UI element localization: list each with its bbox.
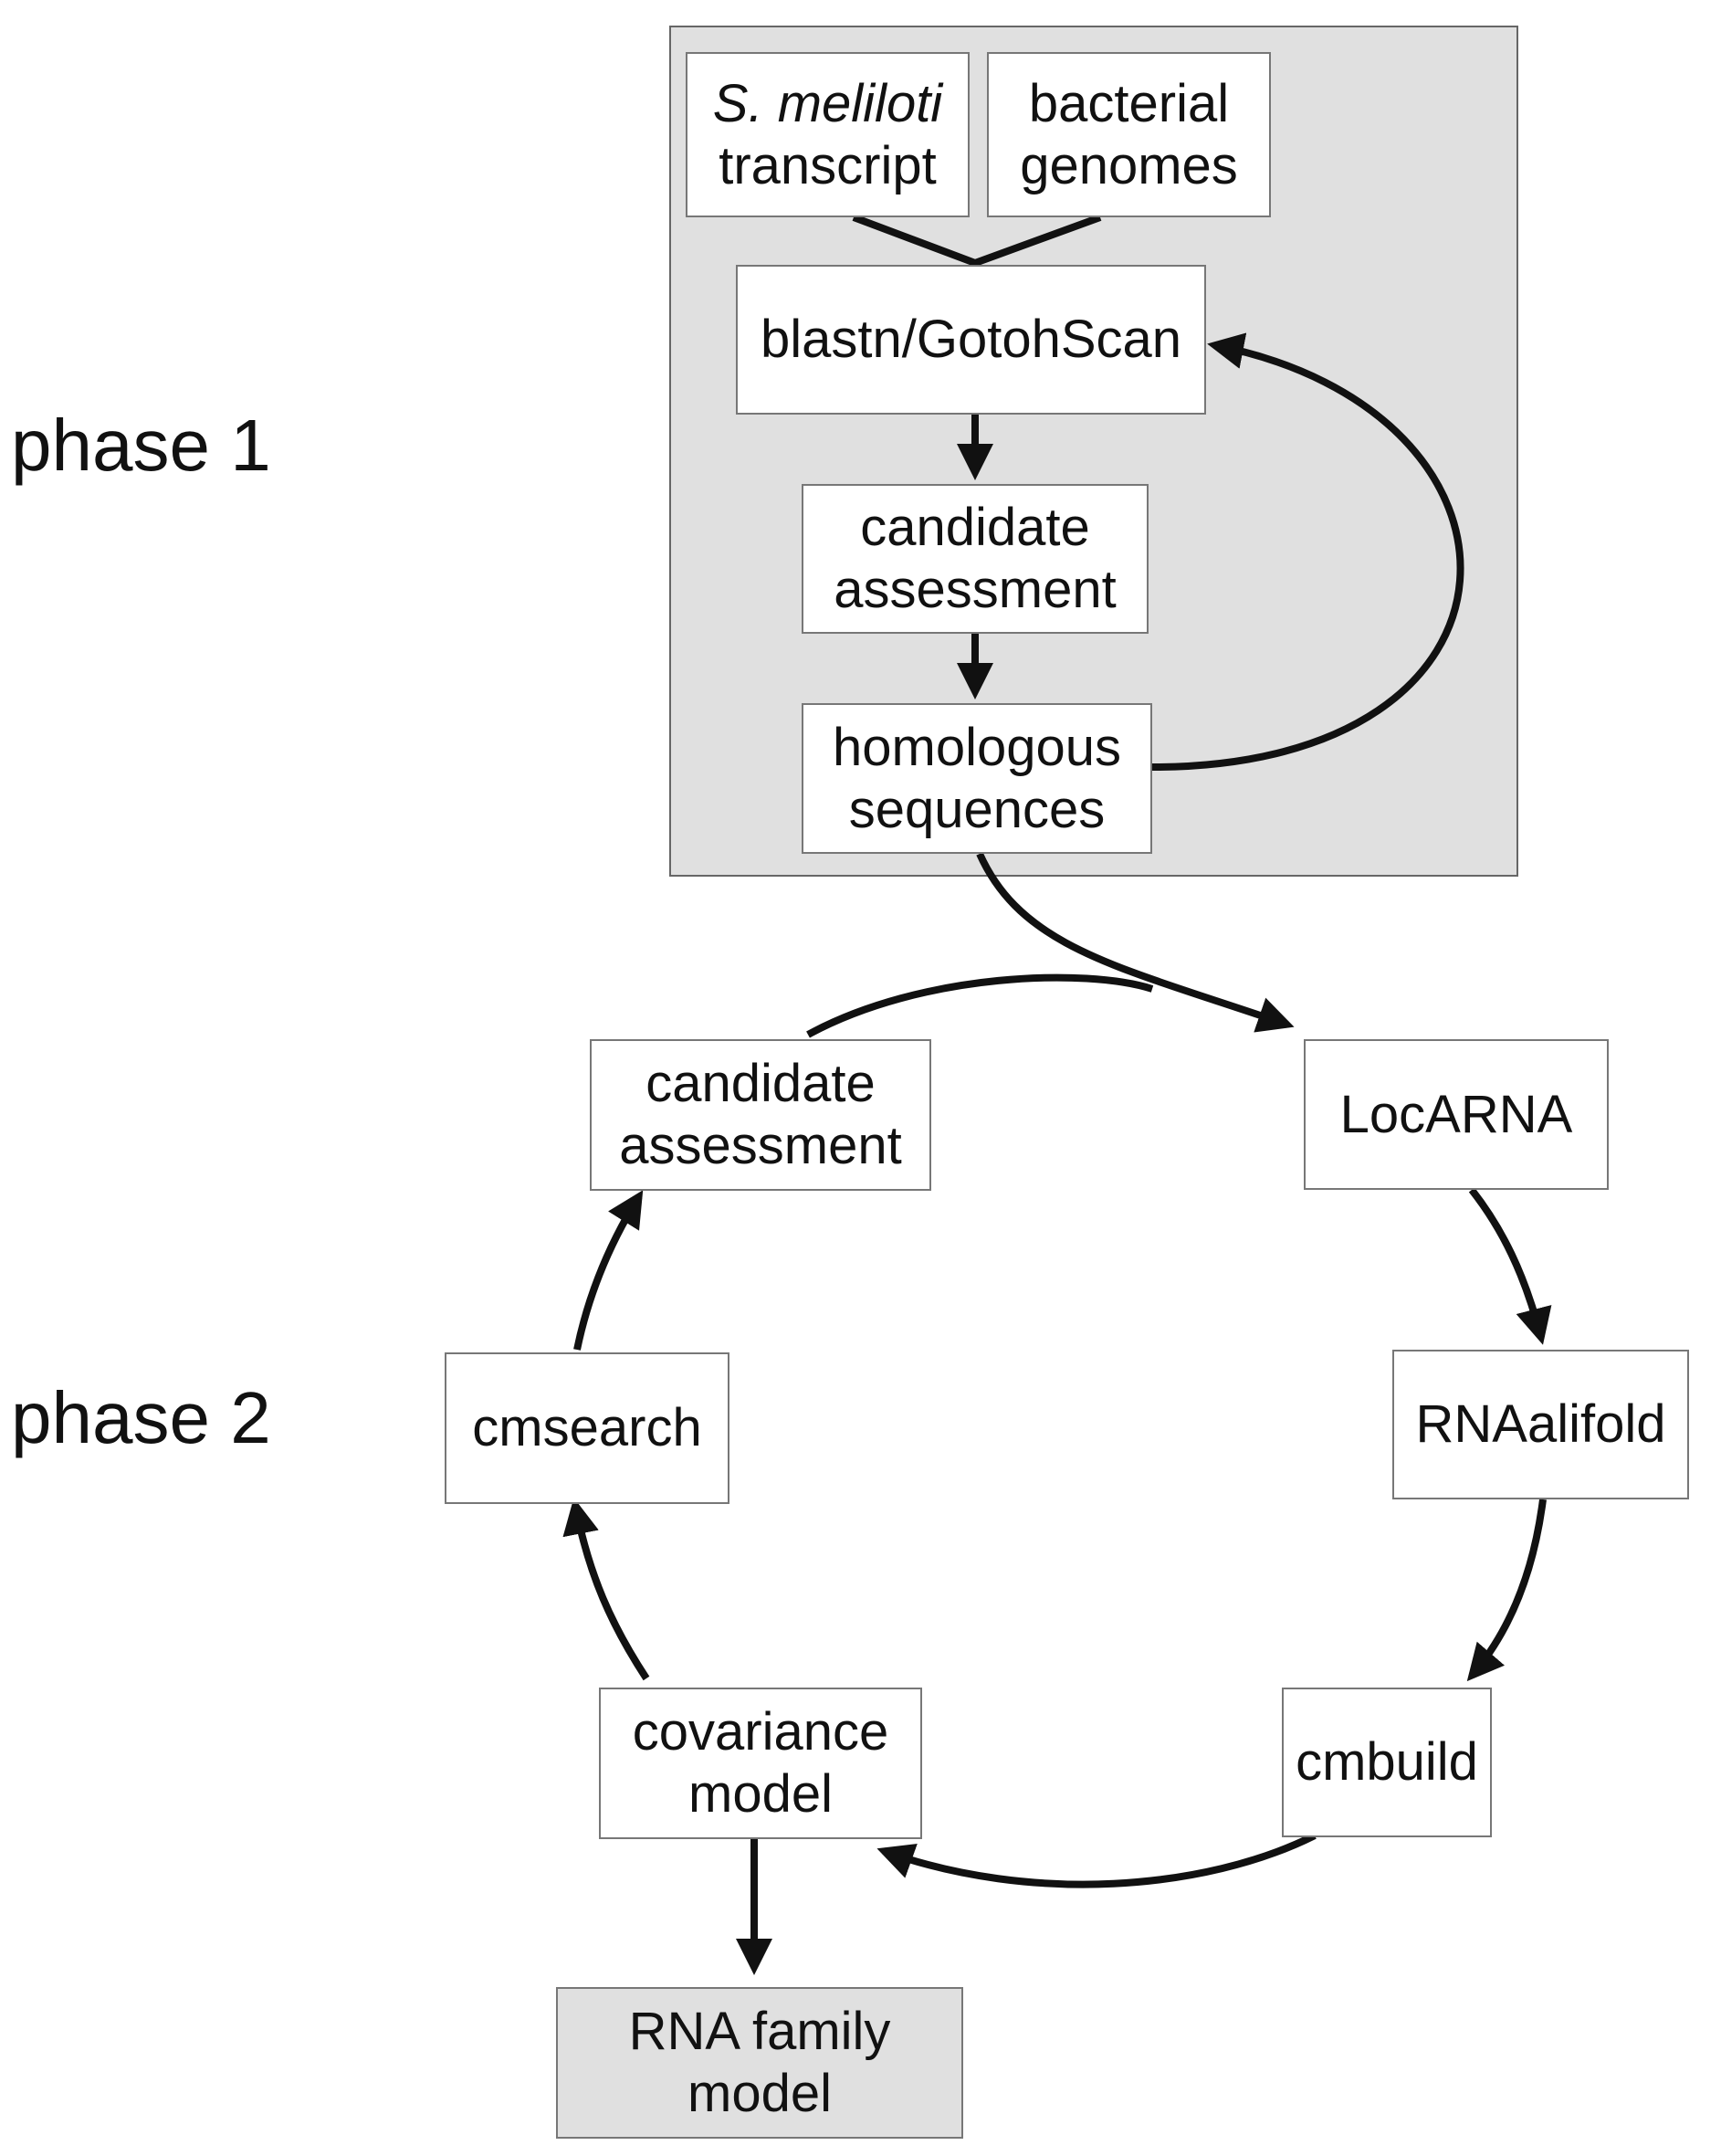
node-label-line2: transcript bbox=[719, 135, 937, 195]
node-label-line2: model bbox=[687, 2064, 832, 2123]
node-candidate-assessment-2: candidate assessment bbox=[590, 1039, 931, 1191]
arrow-cmsearch-to-assessment bbox=[573, 1190, 644, 1351]
node-bacterial-genomes: bacterial genomes bbox=[987, 52, 1271, 217]
node-label-line2: sequences bbox=[848, 779, 1106, 839]
node-label-line1: RNAalifold bbox=[1415, 1394, 1666, 1454]
cycle-arc-top bbox=[806, 973, 1154, 1038]
node-rna-family-model: RNA family model bbox=[556, 1987, 963, 2139]
node-label-line1: candidate bbox=[860, 498, 1090, 557]
node-candidate-assessment-1: candidate assessment bbox=[802, 484, 1149, 634]
arrow-homologous-to-locarna bbox=[976, 852, 1295, 1033]
node-label-line1: cmsearch bbox=[472, 1398, 702, 1457]
node-label-line1: LocARNA bbox=[1339, 1084, 1573, 1144]
node-cmbuild: cmbuild bbox=[1282, 1688, 1492, 1837]
node-label-line1: bacterial bbox=[1028, 73, 1230, 133]
node-sm-transcript: S. meliloti transcript bbox=[686, 52, 970, 217]
node-label-line1: cmbuild bbox=[1296, 1732, 1478, 1792]
arrow-cmbuild-to-covariance bbox=[876, 1832, 1317, 1888]
node-label-line2: model bbox=[688, 1764, 833, 1824]
arrow-loop-back bbox=[1151, 332, 1464, 771]
node-label-line2: assessment bbox=[834, 560, 1117, 619]
node-covariance-model: covariance model bbox=[599, 1688, 922, 1839]
node-label-line1: candidate bbox=[645, 1054, 876, 1113]
node-blastn-gotohscan: blastn/GotohScan bbox=[736, 265, 1206, 415]
node-rnaalifold: RNAalifold bbox=[1392, 1350, 1689, 1499]
node-label-line1: RNA family bbox=[628, 2002, 891, 2061]
merge-connector bbox=[852, 214, 1102, 268]
node-label-line1: blastn/GotohScan bbox=[760, 310, 1182, 369]
arrow-locarna-to-rnaalifold bbox=[1468, 1187, 1552, 1345]
phase-1-label: phase 1 bbox=[11, 405, 271, 486]
node-locarna: LocARNA bbox=[1304, 1039, 1609, 1190]
node-label-line1: homologous bbox=[833, 717, 1121, 777]
node-label-line2: genomes bbox=[1020, 135, 1238, 195]
node-label-line1: S. meliloti bbox=[712, 73, 943, 133]
node-cmsearch: cmsearch bbox=[445, 1352, 729, 1504]
phase-2-label: phase 2 bbox=[11, 1377, 271, 1458]
arrow-covariance-to-cmsearch bbox=[562, 1498, 650, 1681]
node-homologous-sequences: homologous sequences bbox=[802, 703, 1152, 854]
node-label-line2: assessment bbox=[619, 1116, 902, 1175]
node-label-line1: covariance bbox=[632, 1702, 889, 1762]
arrow-rnaalifold-to-cmbuild bbox=[1466, 1499, 1547, 1682]
